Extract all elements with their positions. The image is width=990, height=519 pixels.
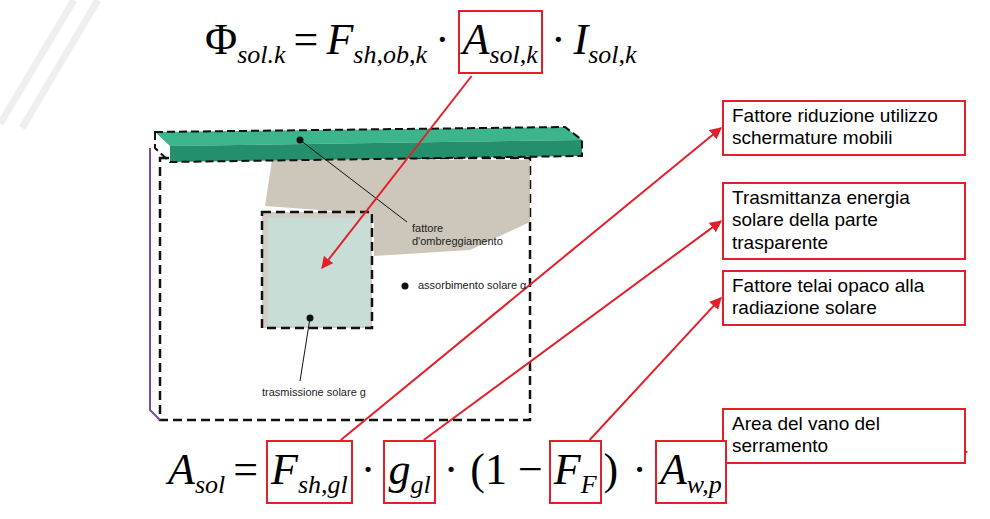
leader-dot bbox=[297, 137, 304, 144]
formula-operator: (1 − bbox=[470, 445, 542, 494]
formula-operator: = bbox=[233, 445, 258, 494]
window-reveal bbox=[262, 212, 372, 328]
callout-box: Fattore telai opaco alla radiazione sola… bbox=[722, 270, 966, 326]
connector-arrow bbox=[590, 298, 721, 440]
formula-operator: ) bbox=[604, 445, 619, 494]
callout-text: Fattore riduzione utilizzo schermature m… bbox=[732, 105, 938, 148]
overhang-outline bbox=[155, 127, 582, 162]
formula-term-box: Asol,k bbox=[458, 10, 543, 74]
formula-term-box: Fsh,gl bbox=[266, 440, 353, 504]
leader-dot bbox=[402, 283, 409, 290]
watermark-stroke bbox=[0, 0, 98, 128]
connector-arrow bbox=[424, 221, 721, 440]
formula-operator: · bbox=[361, 445, 376, 494]
illustration-label: assorbimento solare α bbox=[418, 279, 526, 292]
term-symbol: g bbox=[388, 445, 410, 494]
term-subscript: w,p bbox=[687, 470, 722, 499]
formula-row: Asol=Fsh,gl·ggl·(1 −FF)·Aw,p bbox=[168, 440, 727, 504]
formula-operator: · bbox=[632, 445, 647, 494]
term-subscript: sh,gl bbox=[298, 470, 348, 499]
wall-outline bbox=[160, 158, 530, 420]
illustration-label: fattore d'ombreggiamento bbox=[412, 222, 512, 247]
formula-operator: · bbox=[444, 445, 459, 494]
formula-subscript: sol bbox=[195, 470, 225, 499]
formula-operator: · bbox=[435, 15, 450, 64]
formula-row: Φsol.k=Fsh,ob,k·Asol,k·Isol,k bbox=[205, 10, 637, 74]
term-symbol: F bbox=[271, 445, 298, 494]
callout-text: Area del vano del serramento bbox=[732, 413, 880, 456]
callout-text: Fattore telai opaco alla radiazione sola… bbox=[732, 275, 924, 318]
window-glass bbox=[268, 218, 370, 326]
formula-term-box: FF bbox=[549, 440, 602, 504]
term-subscript: F bbox=[581, 470, 597, 499]
formula-operator: · bbox=[551, 15, 566, 64]
wall-side-edge bbox=[150, 148, 160, 420]
formula-subscript: sol,k bbox=[588, 40, 636, 69]
formula-subscript: sol.k bbox=[237, 40, 285, 69]
callout-box: Fattore riduzione utilizzo schermature m… bbox=[722, 100, 966, 156]
connector-arrow bbox=[341, 128, 721, 440]
callout-text: Trasmittanza energia solare della parte … bbox=[732, 187, 910, 253]
term-subscript: gl bbox=[410, 470, 430, 499]
formula-symbol: I bbox=[574, 15, 589, 64]
formula-symbol: A bbox=[168, 445, 195, 494]
term-subscript: sol,k bbox=[490, 40, 538, 69]
leader-line bbox=[300, 318, 310, 381]
illustration-label: trasmissione solare g bbox=[262, 386, 366, 399]
term-symbol: F bbox=[554, 445, 581, 494]
formula-subscript: sh,ob,k bbox=[353, 40, 427, 69]
formula-term-box: Aw,p bbox=[655, 440, 727, 504]
window-outline bbox=[262, 212, 372, 328]
callout-box: Area del vano del serramento bbox=[722, 408, 966, 464]
formula-symbol: Φ bbox=[205, 15, 237, 64]
formula-symbol: F bbox=[326, 15, 353, 64]
term-symbol: A bbox=[660, 445, 687, 494]
leader-dot bbox=[307, 315, 314, 322]
formula-term-box: ggl bbox=[383, 440, 435, 504]
term-symbol: A bbox=[463, 15, 490, 64]
formula-operator: = bbox=[294, 15, 319, 64]
callout-box: Trasmittanza energia solare della parte … bbox=[722, 182, 966, 260]
